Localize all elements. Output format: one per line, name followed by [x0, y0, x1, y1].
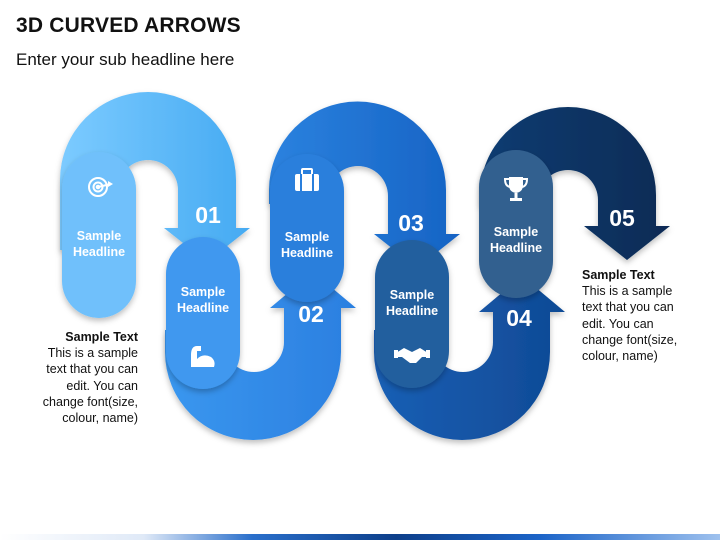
trophy-icon [503, 177, 529, 201]
step-pill-02 [166, 237, 240, 389]
page-title: 3D CURVED ARROWS [16, 14, 241, 37]
curved-arrow-02 [165, 272, 356, 440]
curved-arrow-05 [480, 107, 670, 260]
step-label-02-line2: Headline [177, 301, 229, 315]
step-label-02-line1: Sample [181, 285, 226, 299]
step-label-05-line2: Headline [490, 241, 542, 255]
step-pill-03 [270, 154, 344, 302]
step-label-04-line2: Headline [386, 304, 438, 318]
step-pill-05 [479, 150, 553, 298]
step-label-05-line1: Sample [494, 225, 539, 239]
target-icon [88, 177, 113, 197]
curved-arrow-04 [374, 276, 565, 440]
step-label-04-line1: Sample [390, 288, 435, 302]
step-label-03-line1: Sample [285, 230, 330, 244]
sample-text-left-title: Sample Text [65, 330, 138, 344]
sample-text-right: Sample Text This is a sample text that y… [582, 267, 688, 364]
step-pill-04 [375, 240, 449, 388]
step-label-01-line2: Headline [73, 245, 125, 259]
sample-text-right-body: This is a sample text that you can edit.… [582, 284, 678, 364]
sample-text-right-title: Sample Text [582, 268, 655, 282]
curved-arrow-03 [269, 101, 460, 268]
handshake-icon [394, 348, 430, 363]
footer-gradient-bar [0, 534, 720, 540]
step-pill-01 [62, 152, 136, 318]
sample-text-left-body: This is a sample text that you can edit.… [42, 346, 138, 426]
step-number-03: 03 [398, 210, 424, 236]
flexed-arm-icon [191, 346, 215, 367]
sample-text-left: Sample Text This is a sample text that y… [30, 329, 138, 426]
briefcase-icon [295, 168, 319, 191]
step-label-01-line1: Sample [77, 229, 122, 243]
step-number-04: 04 [506, 305, 532, 331]
step-number-05: 05 [609, 205, 635, 231]
step-number-01: 01 [195, 202, 221, 228]
step-number-02: 02 [298, 301, 324, 327]
page-subtitle: Enter your sub headline here [16, 50, 235, 69]
step-label-03-line2: Headline [281, 246, 333, 260]
